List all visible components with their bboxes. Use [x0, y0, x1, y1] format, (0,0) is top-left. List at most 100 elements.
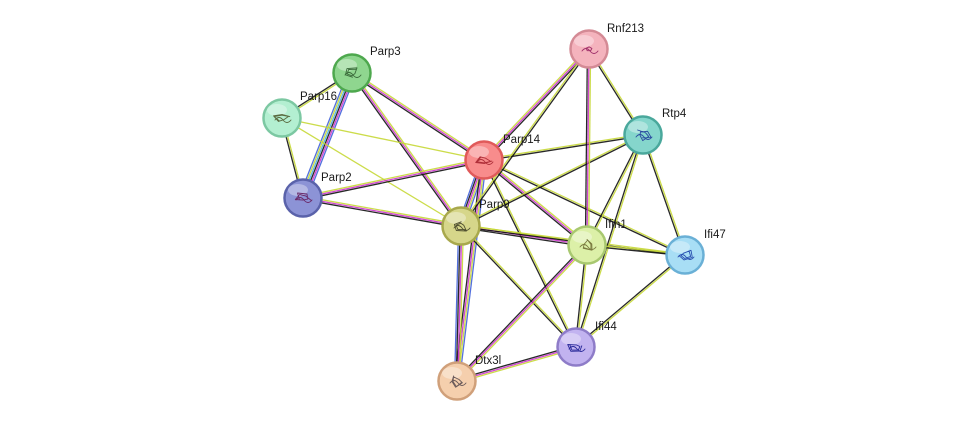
node-ifi44[interactable]: Ifi44: [556, 321, 618, 367]
edge-strand: [455, 225, 461, 381]
node-parp14[interactable]: Parp14: [464, 134, 541, 180]
node-highlight: [267, 104, 287, 116]
edge-parp2-parp9[interactable]: [302, 195, 462, 229]
edge-rtp4-ifi47[interactable]: [641, 134, 687, 256]
node-rnf213[interactable]: Rnf213: [569, 23, 645, 69]
protein-structure-icon: [635, 129, 653, 142]
node-highlight: [561, 333, 581, 345]
edge-strand: [576, 255, 686, 349]
edge-strand: [303, 160, 485, 201]
edge-strand: [303, 195, 462, 226]
node-circle: [623, 115, 663, 155]
structure-helix: [635, 134, 653, 140]
node-label-rtp4: Rtp4: [662, 108, 687, 120]
edge-rnf213-ifih1[interactable]: [584, 48, 592, 246]
node-highlight: [288, 184, 308, 196]
edge-parp14-ifi47[interactable]: [483, 158, 686, 257]
node-highlight: [469, 146, 489, 158]
node-label-parp2: Parp2: [321, 172, 352, 184]
edge-strand: [306, 74, 357, 200]
node-dtx3l[interactable]: Dtx3l: [437, 355, 502, 401]
structure-helix: [581, 48, 599, 54]
node-circle: [262, 98, 302, 138]
edge-parp3-parp9[interactable]: [350, 71, 463, 228]
node-circle: [441, 206, 481, 246]
node-circle: [556, 327, 596, 367]
structure-trace: [567, 344, 583, 352]
node-parp3[interactable]: Parp3: [332, 46, 401, 93]
structure-helix: [476, 159, 494, 165]
node-rtp4[interactable]: Rtp4: [623, 108, 687, 155]
edge-parp16-parp9[interactable]: [281, 117, 462, 227]
protein-structure-icon: [294, 192, 313, 203]
structure-trace: [475, 156, 493, 164]
edge-strand: [484, 49, 591, 162]
edge-parp9-dtx3l[interactable]: [453, 225, 465, 382]
edge-strand: [302, 197, 462, 227]
structure-trace: [451, 375, 463, 388]
edge-strand: [303, 73, 354, 199]
node-parp9[interactable]: Parp9: [441, 199, 510, 246]
protein-structure-icon: [344, 67, 362, 78]
edge-strand: [461, 135, 644, 228]
edge-parp16-parp14[interactable]: [281, 117, 485, 161]
structure-helix: [579, 244, 597, 250]
node-parp16[interactable]: Parp16: [262, 91, 338, 138]
edge-parp14-ifih1[interactable]: [482, 158, 589, 247]
edge-strand: [576, 135, 645, 348]
node-circle: [464, 140, 504, 180]
edge-parp3-parp14[interactable]: [350, 71, 486, 162]
edge-strand: [461, 225, 578, 347]
edge-strand: [482, 160, 576, 348]
structure-trace: [294, 192, 312, 201]
edge-parp14-ifi44[interactable]: [482, 159, 578, 348]
edge-strand: [300, 71, 351, 198]
edge-strand: [458, 226, 465, 382]
edge-strand: [483, 48, 590, 161]
node-highlight: [574, 35, 594, 47]
node-ifi47[interactable]: Ifi47: [665, 229, 726, 275]
structure-trace: [678, 249, 693, 261]
edge-parp14-rnf213[interactable]: [482, 47, 591, 162]
edge-strand: [574, 134, 643, 347]
edge-ifi44-dtx3l[interactable]: [456, 344, 577, 384]
edge-strand: [458, 160, 488, 382]
structure-helix: [568, 346, 586, 352]
edge-ifih1-dtx3l[interactable]: [455, 243, 589, 383]
edge-ifi47-ifi44[interactable]: [575, 253, 686, 349]
edge-rtp4-ifih1[interactable]: [585, 134, 645, 246]
protein-structure-icon: [567, 344, 586, 352]
edge-strand: [461, 49, 591, 227]
node-label-ifi47: Ifi47: [704, 229, 726, 241]
edge-parp9-rtp4[interactable]: [460, 133, 644, 228]
edge-strand: [457, 226, 463, 382]
edge-strand: [483, 133, 643, 160]
protein-structure-icon: [273, 114, 292, 123]
structure-helix: [295, 197, 313, 203]
edge-strand: [301, 72, 352, 198]
edge-strand: [302, 159, 485, 199]
edge-strand: [459, 48, 589, 226]
edge-strand: [281, 117, 462, 227]
edge-strand: [575, 253, 685, 347]
edge-parp2-parp14[interactable]: [302, 157, 485, 201]
node-highlight: [442, 367, 462, 379]
edge-rtp4-ifi44[interactable]: [574, 134, 645, 348]
edge-strand: [483, 160, 685, 257]
node-label-parp14: Parp14: [503, 134, 541, 146]
structure-helix: [344, 72, 362, 78]
structure-helix: [274, 117, 292, 123]
edge-parp9-ifi44[interactable]: [459, 225, 578, 348]
node-parp2[interactable]: Parp2: [283, 172, 352, 218]
edge-strand: [587, 49, 592, 246]
edge-strand: [302, 198, 461, 229]
protein-structure-icon: [581, 46, 599, 54]
edge-parp9-rnf213[interactable]: [459, 48, 591, 227]
edge-strand: [453, 225, 460, 381]
edge-parp3-parp2[interactable]: [298, 71, 357, 200]
edge-strand: [298, 71, 349, 197]
structure-trace: [273, 114, 291, 122]
node-ifih1[interactable]: Ifih1: [567, 219, 627, 265]
